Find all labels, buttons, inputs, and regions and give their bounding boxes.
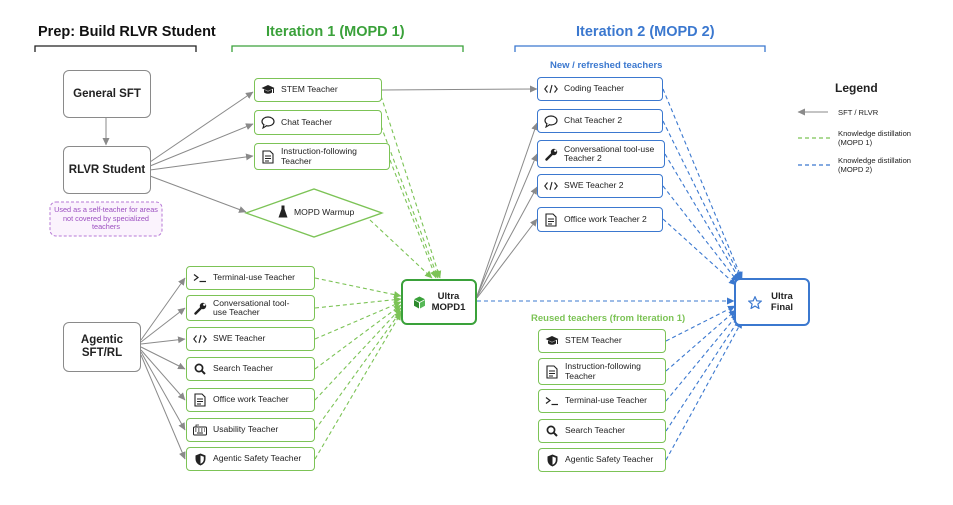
speech-bubble-icon <box>544 114 558 128</box>
shield-icon <box>193 452 207 466</box>
ultra-mopd1-node: Ultra MOPD1 <box>401 279 477 325</box>
iter2-chat-teacher-2: Chat Teacher 2 <box>537 109 663 133</box>
iter1-stem-teacher: STEM Teacher <box>254 78 382 102</box>
iter2-search-label: Search Teacher <box>565 425 626 436</box>
graduation-cap-icon <box>545 334 559 348</box>
self-teacher-note-box <box>49 201 163 237</box>
terminal-icon <box>545 394 559 408</box>
iter2-stem-teacher: STEM Teacher <box>538 329 666 353</box>
swe-teacher-label: SWE Teacher <box>213 333 266 344</box>
iter1-terminal-teacher: Terminal-use Teacher <box>186 266 315 290</box>
iter2-safety-label: Agentic Safety Teacher <box>565 454 654 465</box>
wrench-icon <box>193 301 207 315</box>
shield-icon <box>545 453 559 467</box>
code-icon <box>193 332 207 346</box>
iter2-terminal-label: Terminal-use Teacher <box>565 395 647 406</box>
header-brackets <box>34 45 766 52</box>
kd-mopd1-arrows <box>314 95 442 460</box>
terminal-teacher-label: Terminal-use Teacher <box>213 272 295 283</box>
keyboard-icon <box>193 423 207 437</box>
code-icon <box>544 82 558 96</box>
iter2-search-teacher: Search Teacher <box>538 419 666 443</box>
ultra-final-label: Ultra Final <box>770 291 794 313</box>
legend-title: Legend <box>835 81 878 95</box>
kd-mopd2-arrows <box>477 88 743 461</box>
reused-teachers-label: Reused teachers (from Iteration 1) <box>531 313 686 324</box>
wrench-icon <box>544 147 558 161</box>
office-teacher-label: Office work Teacher <box>213 394 289 405</box>
instruction-teacher-label: Instruction-following Teacher <box>281 146 357 166</box>
self-teacher-note: Used as a self-teacher for areas not cov… <box>54 205 158 232</box>
flask-icon <box>278 205 288 218</box>
legend-kd2: Knowledge distillation (MOPD 2) <box>838 156 912 174</box>
swe-teacher-2-label: SWE Teacher 2 <box>564 180 624 191</box>
terminal-icon <box>193 271 207 285</box>
iter1-instruction-teacher: Instruction-following Teacher <box>254 143 390 170</box>
iter2-safety-teacher: Agentic Safety Teacher <box>538 448 666 472</box>
iter1-usability-teacher: Usability Teacher <box>186 418 315 442</box>
conversational-teacher-label: Conversational tool-use Teacher <box>213 297 290 317</box>
iter1-office-teacher: Office work Teacher <box>186 388 315 412</box>
iter1-chat-teacher: Chat Teacher <box>254 110 382 135</box>
legend-lines <box>797 108 830 166</box>
legend-kd1: Knowledge distillation (MOPD 1) <box>838 129 912 147</box>
iter2-stem-label: STEM Teacher <box>565 335 622 346</box>
speech-bubble-icon <box>261 116 275 130</box>
new-teachers-label: New / refreshed teachers <box>550 60 663 71</box>
usability-teacher-label: Usability Teacher <box>213 424 279 435</box>
rlvr-student-label: RLVR Student <box>68 163 146 176</box>
coding-teacher-label: Coding Teacher <box>564 83 625 94</box>
iter2-swe-teacher-2: SWE Teacher 2 <box>537 174 663 198</box>
mopd-warmup-node: MOPD Warmup <box>278 205 354 218</box>
stem-teacher-label: STEM Teacher <box>281 84 338 95</box>
search-teacher-label: Search Teacher <box>213 363 274 374</box>
iter1-safety-teacher: Agentic Safety Teacher <box>186 447 315 471</box>
chat-teacher-2-label: Chat Teacher 2 <box>564 115 623 126</box>
ultra-mopd1-label: Ultra MOPD1 <box>431 291 466 313</box>
agentic-sft-label: Agentic SFT/RL <box>80 334 124 359</box>
safety-teacher-label: Agentic Safety Teacher <box>213 453 302 464</box>
cube-icon <box>413 296 426 309</box>
warmup-diamond <box>244 188 384 238</box>
general-sft-node: General SFT <box>63 70 151 118</box>
iteration2-header: Iteration 2 (MOPD 2) <box>576 24 715 40</box>
document-icon <box>545 364 559 379</box>
document-icon <box>261 149 275 164</box>
iter2-instruction-teacher: Instruction-following Teacher <box>538 358 666 385</box>
iter2-instruction-label: Instruction-following Teacher <box>565 361 641 381</box>
magnifier-icon <box>193 362 207 376</box>
star-icon <box>748 295 762 309</box>
magnifier-icon <box>545 424 559 438</box>
chat-teacher-label: Chat Teacher <box>281 116 332 127</box>
iter2-terminal-teacher: Terminal-use Teacher <box>538 389 666 413</box>
iteration1-header: Iteration 1 (MOPD 1) <box>266 24 405 40</box>
rlvr-student-node: RLVR Student <box>63 146 151 194</box>
iter1-conversational-teacher: Conversational tool-use Teacher <box>186 295 315 321</box>
iter1-search-teacher: Search Teacher <box>186 357 315 381</box>
general-sft-label: General SFT <box>73 87 141 100</box>
iter2-office-teacher-2: Office work Teacher 2 <box>537 207 663 232</box>
conversational-teacher-2-label: Conversational tool-use Teacher 2 <box>564 143 655 163</box>
document-icon <box>544 212 558 227</box>
iter2-coding-teacher: Coding Teacher <box>537 77 663 101</box>
agentic-sft-node: Agentic SFT/RL <box>63 322 141 372</box>
iter1-swe-teacher: SWE Teacher <box>186 327 315 351</box>
iter2-conversational-teacher-2: Conversational tool-use Teacher 2 <box>537 140 665 168</box>
prep-header: Prep: Build RLVR Student <box>38 24 216 40</box>
document-icon <box>193 393 207 407</box>
legend-sft-rlvr: SFT / RLVR <box>838 108 879 117</box>
office-teacher-2-label: Office work Teacher 2 <box>564 213 647 224</box>
graduation-cap-icon <box>261 83 275 97</box>
code-icon <box>544 179 558 193</box>
sft-rlvr-arrows <box>102 85 539 460</box>
ultra-final-node: Ultra Final <box>734 278 810 326</box>
mopd-warmup-label: MOPD Warmup <box>294 206 355 217</box>
